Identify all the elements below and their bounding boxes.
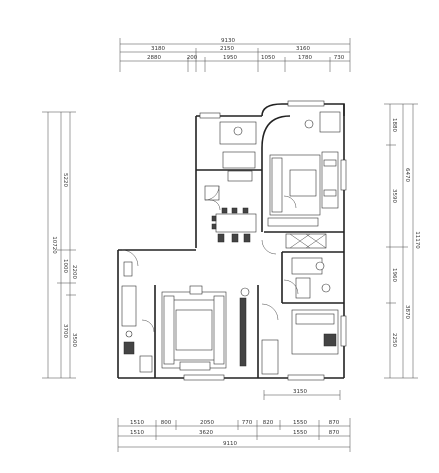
bathroom-fixtures: [283, 233, 331, 299]
dim-right-inner-a: 1880: [391, 118, 397, 132]
dim-bottom-r1-d: 870: [329, 430, 340, 436]
top-dimension-lines: [119, 38, 351, 72]
dim-top-r1-a: 3180: [151, 46, 165, 52]
dim-top-r1-c: 3160: [296, 46, 310, 52]
dim-top-r2-f: 730: [334, 55, 345, 61]
bottom-dimension-lines: [117, 390, 351, 452]
dim-top-r2-b: 200: [187, 55, 198, 61]
dim-left-inner-a: 2200: [71, 265, 77, 279]
dim-top-r1-b: 2150: [220, 46, 234, 52]
dim-bottom-r0-g: 870: [329, 420, 340, 426]
dim-bottom-r0-c: 2050: [200, 420, 214, 426]
dim-bottom-r1-b: 3620: [199, 430, 213, 436]
dim-right-mid-b: 3870: [404, 305, 410, 319]
dim-top-r2-a: 2880: [147, 55, 161, 61]
interior-walls: [154, 148, 344, 378]
dim-right-inner-b: 3590: [391, 189, 397, 203]
dim-bottom-r0-b: 800: [161, 420, 172, 426]
dim-top-r2-e: 1780: [298, 55, 312, 61]
dim-right-total: 11170: [414, 231, 420, 249]
dim-right-mid-a: 6470: [404, 168, 410, 182]
master-bedroom-furniture: [267, 111, 341, 227]
dim-top-total: 9130: [221, 38, 235, 44]
right-dimension-lines: [384, 103, 418, 379]
utility-fixtures: [121, 249, 155, 373]
living-room-furniture: [161, 285, 250, 371]
dim-bottom-r1-a: 1510: [130, 430, 144, 436]
second-bedroom-furniture: [261, 303, 339, 375]
dining-table: [211, 207, 257, 243]
dim-left-mid-c: 3700: [62, 324, 68, 338]
windows: [183, 100, 347, 381]
dim-bottom-r1-c: 1550: [293, 430, 307, 436]
left-dimension-lines: [42, 111, 76, 379]
kitchen-fixtures: [204, 121, 257, 201]
dim-left-mid-b: 1000: [62, 259, 68, 273]
dim-bottom-r0-e: 820: [263, 420, 274, 426]
dim-left-inner-b: 3500: [71, 333, 77, 347]
door-swings: [209, 195, 297, 255]
dim-top-r2-d: 1050: [261, 55, 275, 61]
dim-bottom-side: 3150: [293, 389, 307, 395]
dim-top-r2-c: 1950: [223, 55, 237, 61]
dim-left-total: 10720: [51, 236, 57, 254]
dim-left-mid-a: 5220: [62, 173, 68, 187]
dim-bottom-total: 9110: [223, 441, 237, 447]
dim-right-inner-d: 2250: [391, 333, 397, 347]
dim-bottom-r0-d: 770: [242, 420, 253, 426]
dim-bottom-r0-f: 1550: [293, 420, 307, 426]
dim-bottom-r0-a: 1510: [130, 420, 144, 426]
dim-right-inner-c: 1960: [391, 268, 397, 282]
